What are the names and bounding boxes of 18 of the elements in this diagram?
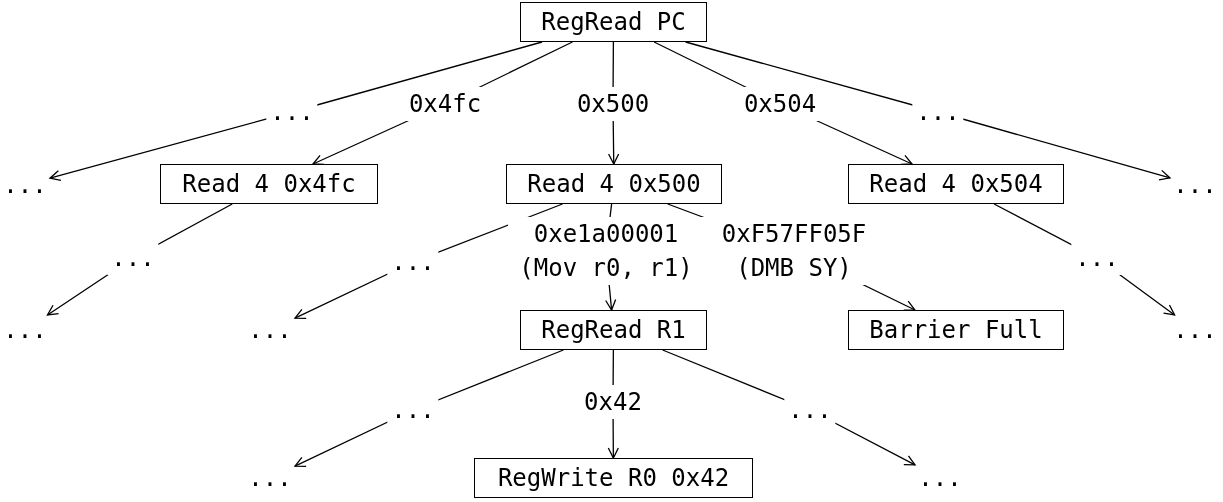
process-box: RegWrite R0 0x42: [474, 458, 753, 498]
ellipsis-text: ...: [1170, 315, 1220, 345]
arrow: [49, 41, 543, 181]
ellipsis-text: ...: [1170, 170, 1220, 200]
process-box: Read 4 0x4fc: [160, 164, 378, 204]
process-box: RegRead PC: [520, 2, 707, 42]
process-box: Read 4 0x504: [848, 164, 1064, 204]
ellipsis-text: ...: [0, 170, 50, 200]
edge-label: ...: [107, 241, 159, 275]
process-box: Read 4 0x500: [506, 164, 722, 204]
ellipsis-text: ...: [245, 463, 295, 493]
ellipsis-text: ...: [245, 315, 295, 345]
process-box: Barrier Full: [848, 310, 1064, 350]
ellipsis-text: ...: [915, 463, 965, 493]
edge-label: ...: [1071, 241, 1123, 275]
ellipsis-text: ...: [0, 315, 50, 345]
process-box: RegRead R1: [520, 310, 707, 350]
arrow: [684, 41, 1171, 181]
